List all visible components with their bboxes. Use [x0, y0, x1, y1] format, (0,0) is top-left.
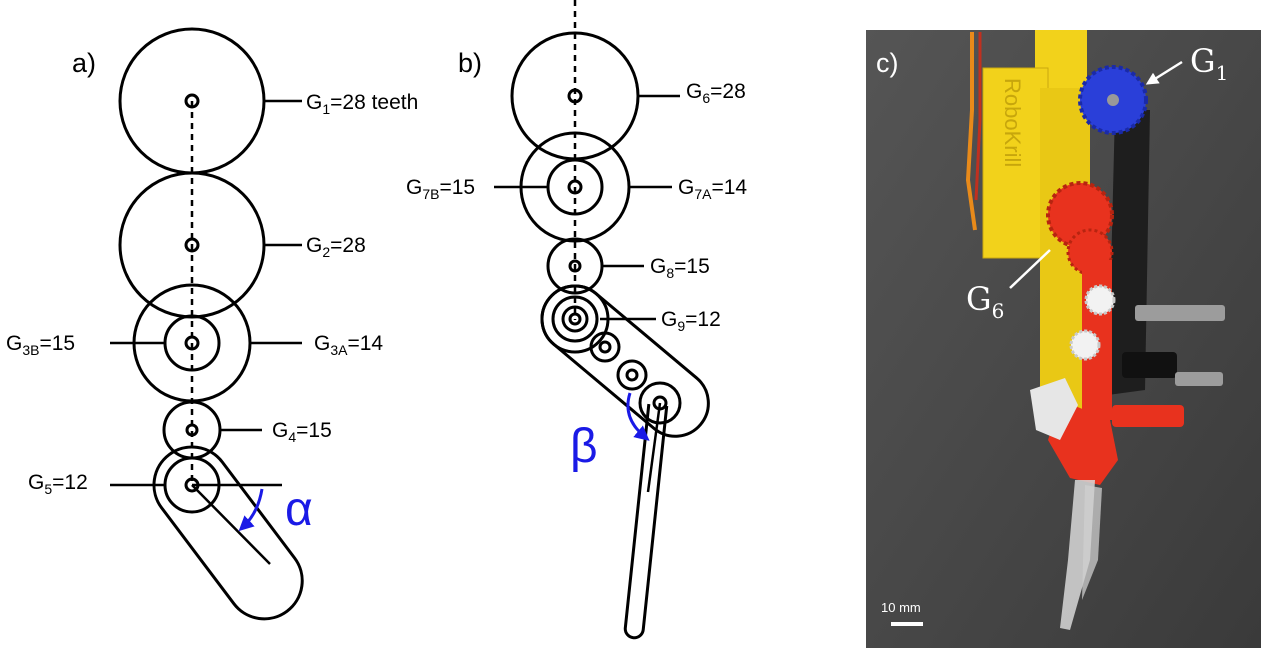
label-g1: G1=28 teeth [306, 91, 418, 117]
swimming-paddle-2 [1082, 485, 1102, 600]
end-gear [638, 381, 682, 425]
arm-axis-line [191, 484, 271, 565]
lower-arm [623, 403, 669, 640]
label-g6: G6=28 [686, 80, 746, 106]
shaft-upper [1135, 305, 1225, 321]
axle-g7 [567, 179, 583, 195]
axle-g1 [184, 93, 200, 109]
idler-gear-1 [589, 331, 621, 363]
axle-g4 [185, 423, 199, 437]
label-g2: G2=28 [306, 234, 366, 260]
callout-line-g6 [1009, 249, 1051, 289]
beta-arrow [626, 392, 650, 441]
device-logo-text: RoboKrill [1000, 78, 1025, 167]
panel-a-label: a) [72, 48, 96, 78]
panel-c: RoboKrill G1 G6 c) 10 mm [866, 30, 1261, 648]
red-shaft [1112, 405, 1184, 427]
label-g4: G4=15 [272, 419, 332, 445]
scale-bar-label: 10 mm [881, 600, 921, 615]
yellow-frame-body [982, 67, 1049, 259]
panel-b: b) β [406, 0, 747, 640]
wire-orange [965, 32, 977, 231]
lower-arm-axis [646, 402, 662, 493]
axle-g9 [568, 312, 582, 326]
label-g5: G5=12 [28, 471, 88, 497]
idler-gear-2 [616, 359, 648, 391]
axle-g8 [568, 259, 582, 273]
gear-g6 [510, 31, 640, 161]
gear-g9 [551, 295, 599, 343]
label-g3b: G3B=15 [6, 332, 75, 358]
callout-g1: G1 [1190, 42, 1228, 85]
shaft-black-collar [1122, 352, 1177, 378]
idler-axle-1 [598, 340, 612, 354]
axle-g2 [184, 237, 200, 253]
wire-red [974, 32, 982, 201]
axle-g6 [567, 88, 583, 104]
alpha-arrow [238, 488, 264, 532]
label-g3a: G3A=14 [314, 332, 383, 358]
panel-a: a) α G1=28 teeth G2=28 G3B [6, 27, 418, 621]
panel-b-label: b) [458, 48, 482, 78]
panel-c-label: c) [876, 48, 899, 78]
gear-g9-inner [561, 305, 589, 333]
white-bracket [1030, 378, 1078, 440]
white-gear-1 [1084, 284, 1116, 316]
black-link-plate [1108, 110, 1150, 395]
label-g7b: G7B=15 [406, 176, 475, 202]
label-g7a: G7A=14 [678, 176, 747, 202]
alpha-label: α [285, 483, 313, 536]
label-g9: G9=12 [661, 308, 721, 334]
white-gear-2 [1069, 329, 1101, 361]
label-g8: G8=15 [650, 255, 710, 281]
callout-g6: G6 [966, 280, 1004, 323]
shaft-middle [1175, 372, 1223, 386]
blue-gear-axle [1107, 94, 1119, 106]
scale-bar [891, 622, 923, 626]
arm-link-a [152, 445, 304, 621]
idler-axle-2 [625, 368, 639, 382]
axle-g3 [184, 335, 200, 351]
callout-arrow-g1 [1145, 60, 1183, 85]
beta-label: β [570, 420, 598, 473]
